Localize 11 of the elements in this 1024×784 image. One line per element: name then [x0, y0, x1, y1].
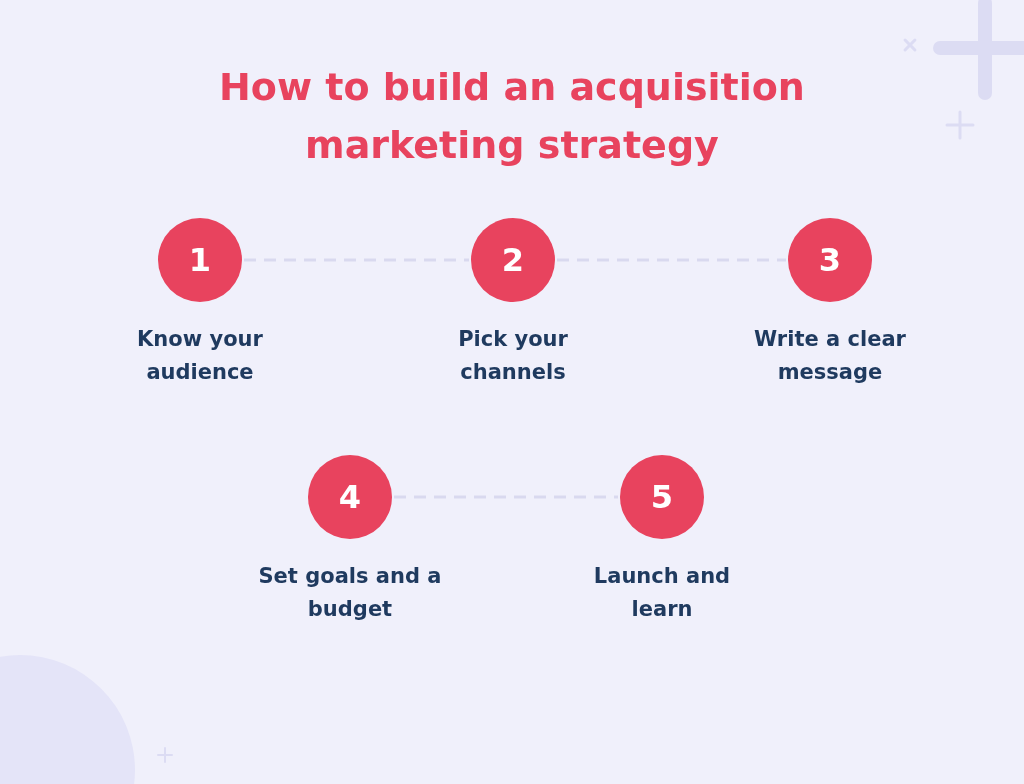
step-number-circle: 4	[308, 455, 392, 539]
step-label: Pick your channels	[457, 326, 569, 386]
step-number-circle: 3	[788, 218, 872, 302]
title: How to build an acquisition marketing strategy	[218, 64, 806, 169]
step-label: Set goals and a budget	[257, 563, 443, 623]
step-number-circle: 2	[471, 218, 555, 302]
step-number-circle: 5	[620, 455, 704, 539]
step-number-circle: 1	[158, 218, 242, 302]
step-label: Know your audience	[136, 326, 264, 386]
step-label: Launch and learn	[592, 563, 732, 623]
step-label: Write a clear message	[753, 326, 907, 386]
